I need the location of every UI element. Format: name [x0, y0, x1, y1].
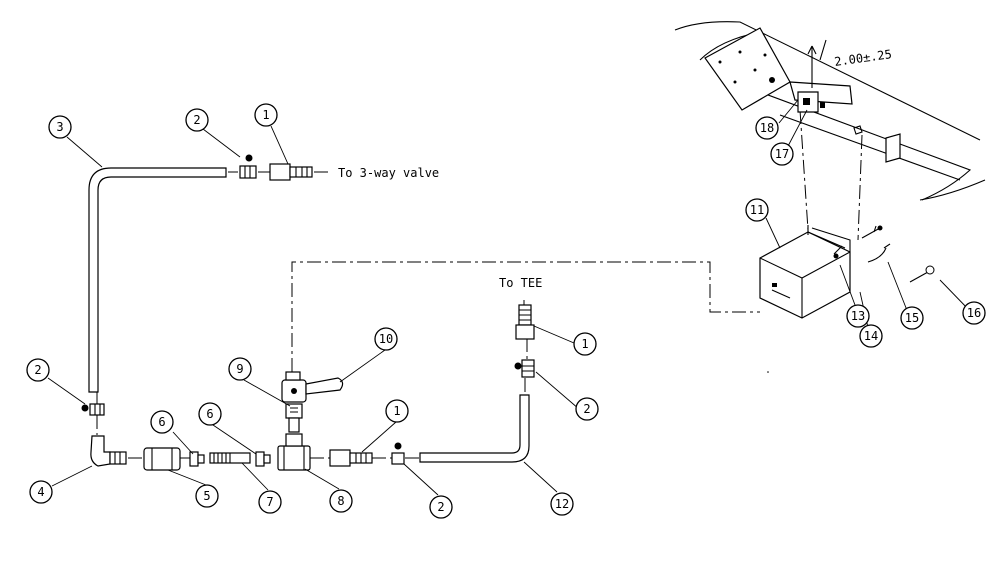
callout-2-right: 2 [575, 397, 599, 421]
callout-5: 5 [195, 484, 219, 508]
svg-text:1: 1 [581, 337, 588, 351]
svg-text:7: 7 [266, 495, 273, 509]
svg-text:17: 17 [775, 147, 789, 161]
hose-clamp-2-left [81, 403, 105, 416]
svg-text:11: 11 [750, 203, 764, 217]
callout-1-bottom: 1 [385, 399, 409, 423]
svg-text:6: 6 [206, 407, 213, 421]
bolt-14 [861, 225, 883, 239]
hose-barb-1-bottom [329, 449, 373, 467]
hose-barb-1-right [515, 304, 535, 340]
to-3-way-valve-label: To 3-way valve [338, 166, 439, 180]
bushing-6-right [255, 451, 271, 467]
callout-2-bottom: 2 [429, 495, 453, 519]
callout-15: 15 [900, 306, 924, 330]
callout-7: 7 [258, 490, 282, 514]
svg-text:14: 14 [864, 329, 878, 343]
ball-valve-10 [281, 371, 344, 403]
callout-16: 16 [962, 301, 986, 325]
svg-text:5: 5 [203, 489, 210, 503]
svg-text:16: 16 [967, 306, 981, 320]
callout-6-left: 6 [150, 410, 174, 434]
stray-dot [767, 371, 769, 373]
svg-text:2: 2 [583, 402, 590, 416]
nipple-7 [209, 452, 251, 464]
callout-2-left: 2 [26, 358, 50, 382]
tee-fitting-8 [277, 433, 311, 471]
callout-10: 10 [374, 327, 398, 351]
callout-12: 12 [550, 492, 574, 516]
svg-text:18: 18 [760, 121, 774, 135]
hose-barb-1-top [269, 163, 313, 181]
callout-3: 3 [48, 115, 72, 139]
svg-text:2: 2 [437, 500, 444, 514]
elbow-tube-3 [88, 167, 227, 393]
svg-text:1: 1 [393, 404, 400, 418]
callout-14: 14 [859, 324, 883, 348]
hose-clamp-2-bottom [391, 442, 405, 465]
svg-text:1: 1 [262, 108, 269, 122]
callout-13: 13 [846, 304, 870, 328]
svg-text:15: 15 [905, 311, 919, 325]
bolt-13 [833, 245, 843, 259]
pin-15 [867, 243, 891, 263]
coupling-5 [143, 447, 181, 471]
svg-text:2: 2 [193, 113, 200, 127]
svg-text:8: 8 [337, 494, 344, 508]
svg-text:3: 3 [56, 120, 63, 134]
callout-9: 9 [228, 357, 252, 381]
hose-clamp-2-top [239, 154, 257, 179]
frame-assembly [674, 21, 986, 201]
svg-text:12: 12 [555, 497, 569, 511]
callout-8: 8 [329, 489, 353, 513]
to-tee-label: To TEE [499, 276, 542, 290]
elbow-fitting-4 [90, 435, 127, 467]
callout-6-right: 6 [198, 402, 222, 426]
hose-clamp-2-right [514, 359, 535, 378]
center-lines [96, 109, 863, 459]
callout-1-top: 1 [254, 103, 278, 127]
elbow-tube-12 [419, 394, 530, 463]
svg-text:6: 6 [158, 415, 165, 429]
leader-lines [47, 99, 971, 496]
svg-text:9: 9 [236, 362, 243, 376]
callout-18: 18 [755, 116, 779, 140]
adapter-9 [285, 403, 303, 433]
callout-4: 4 [29, 480, 53, 504]
bushing-6-left [189, 451, 205, 467]
callout-11: 11 [745, 198, 769, 222]
valve-box-11 [759, 225, 851, 319]
callout-17: 17 [770, 142, 794, 166]
svg-text:13: 13 [851, 309, 865, 323]
svg-text:4: 4 [37, 485, 44, 499]
dimension-label: 2.00±.25 [833, 47, 892, 69]
callout-2-top: 2 [185, 108, 209, 132]
pin-16 [909, 265, 935, 283]
svg-text:2: 2 [34, 363, 41, 377]
svg-text:10: 10 [379, 332, 393, 346]
callout-1-right: 1 [573, 332, 597, 356]
